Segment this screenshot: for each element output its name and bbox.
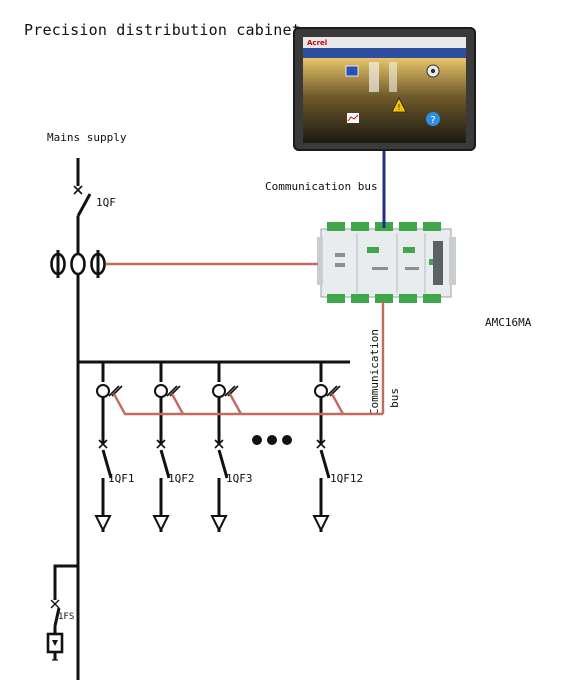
hmi-system-bar: [303, 48, 466, 58]
fuse-label: 1FS: [58, 612, 75, 622]
main-feeder: [76, 158, 92, 680]
warning-icon: [391, 97, 407, 113]
feeder-1: [94, 362, 123, 533]
main-breaker-symbol: [73, 185, 83, 195]
module-name-label: AMC16MA: [485, 316, 532, 329]
feeder-label-12: 1QF12: [330, 472, 364, 485]
feeder-signal-lines: [112, 302, 385, 416]
hmi-touchscreen: Acrel ! ?: [293, 27, 476, 151]
hmi-body: ! ?: [303, 58, 466, 143]
mains-supply-label: Mains supply: [47, 131, 127, 144]
main-breaker-label: 1QF: [96, 196, 116, 209]
feeder-12: [312, 362, 341, 533]
amc16ma-module: [317, 222, 456, 303]
feeder-label-3: 1QF3: [226, 472, 253, 485]
hmi-topbar: Acrel: [303, 37, 466, 48]
hmi-screen: Acrel ! ?: [303, 37, 466, 143]
feeder-label-2: 1QF2: [168, 472, 195, 485]
feeder-2: [152, 362, 181, 533]
diagram-title: Precision distribution cabinet: [24, 21, 301, 39]
svg-text:?: ?: [430, 115, 435, 126]
fuse-branch: [53, 564, 78, 660]
hmi-icons: ! ?: [345, 62, 440, 126]
svg-text:!: !: [397, 103, 400, 112]
communication-bus-label: Communication bus: [265, 180, 378, 193]
fuse-switch-symbol: [50, 599, 60, 609]
ellipsis-icon: [252, 435, 292, 445]
feeder-label-1: 1QF1: [108, 472, 135, 485]
chart-icon: [345, 65, 359, 77]
help-icon: [426, 112, 440, 126]
feeder-3: [210, 362, 239, 533]
hmi-logo: Acrel: [307, 38, 328, 47]
